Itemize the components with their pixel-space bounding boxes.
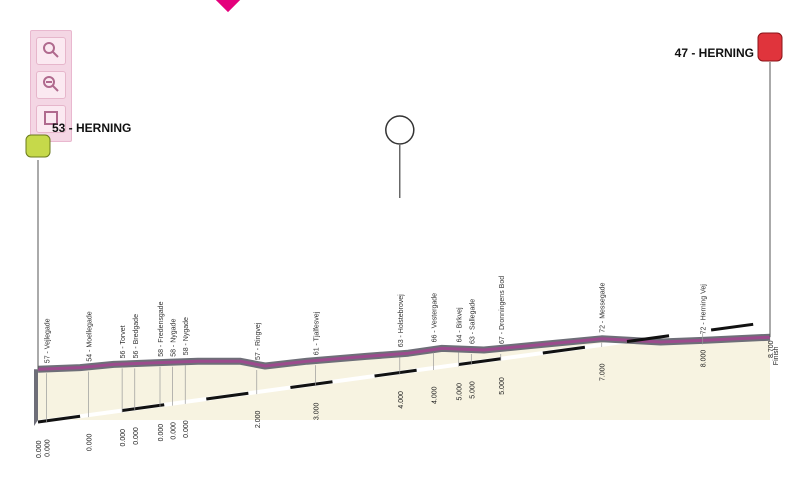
km-scale-segment [206, 391, 249, 401]
landmark-label: 66 - Vestergade [431, 293, 438, 343]
landmark-label: 64 - Birkvej [457, 307, 464, 342]
zoom-in-icon [43, 42, 59, 58]
landmark-label: 57 - Ringvej [255, 322, 262, 360]
landmark-label: 72 - Messegade [600, 282, 607, 332]
landmark-label: 56 - Torvet [120, 325, 127, 358]
landmark-label: 61 - Tjalfesvej [314, 311, 321, 355]
intermediate-sprint-icon [385, 115, 415, 145]
finish-side-label: Finish [773, 346, 780, 365]
start-label: 53 - HERNING [52, 121, 131, 135]
landmark-label: 56 - Bredgade [133, 314, 140, 358]
finish-label: 47 - HERNING [675, 46, 754, 60]
distance-label: 0.000 [183, 420, 190, 438]
landmarks-layer [46, 333, 704, 423]
distance-label: 7.000 [600, 363, 607, 381]
landmark-label: 54 - Moellegade [86, 311, 93, 361]
zoom-in-button[interactable] [36, 37, 66, 65]
distance-label: 8.700 [768, 340, 775, 358]
zoom-out-icon [43, 76, 59, 92]
landmark-label: 63 - Holstebrovej [398, 294, 405, 347]
landmark-label: 63 - Sallegade [469, 299, 476, 344]
distance-label: 8.000 [701, 350, 708, 368]
badges-layer [25, 32, 783, 370]
landmark-label: 67 - Dronningens Bod [499, 276, 506, 344]
km-scale-segment [374, 368, 417, 378]
distance-label: 0.000 [86, 433, 93, 451]
distance-label: 4.000 [431, 386, 438, 404]
profile-line [37, 335, 771, 371]
profile-layer [34, 320, 771, 426]
distance-label: 0.000 [44, 439, 51, 457]
km-scale-segment [37, 414, 81, 424]
distance-label: 0.000 [158, 424, 165, 442]
landmark-label: 57 - Vejlegade [44, 318, 51, 363]
distance-label: 5.000 [469, 381, 476, 399]
km-scale-segment [121, 403, 165, 412]
distance-label: 4.000 [398, 391, 405, 409]
distance-label: 2.000 [255, 410, 262, 428]
km-scale-segment [710, 322, 754, 332]
zoom-reset-icon [44, 111, 58, 125]
distance-label: 0.000 [171, 422, 178, 440]
km-scale-segment [290, 380, 333, 390]
km-scale-segment [458, 357, 501, 367]
landmark-label: 58 - Nygade [171, 319, 178, 357]
landmark-label: 58 - Fredensgade [158, 301, 165, 356]
km-scale-segment [626, 334, 670, 344]
landmark-label: 58 - Nygade [183, 317, 190, 355]
distance-label: 5.000 [499, 377, 506, 395]
distance-label: 0.000 [120, 429, 127, 447]
finish-flag-icon [757, 32, 783, 62]
distance-label: 5.000 [457, 383, 464, 401]
profile-area [38, 337, 770, 420]
zoom-out-button[interactable] [36, 71, 66, 99]
km-scale-segment [542, 345, 586, 355]
landmark-label: 72 - Herning Vej [701, 284, 708, 335]
labels-layer: 57 - Vejlegade 54 - Moellegade 56 - Torvet… [36, 46, 780, 458]
zoom-reset-button[interactable] [36, 105, 66, 133]
distance-label: 0.000 [133, 427, 140, 445]
distance-label: 0.000 [36, 440, 43, 458]
profile-left-edge [34, 369, 38, 426]
distance-label: 3.000 [314, 402, 321, 420]
zoom-panel [30, 30, 72, 142]
start-flag-icon [25, 134, 51, 158]
